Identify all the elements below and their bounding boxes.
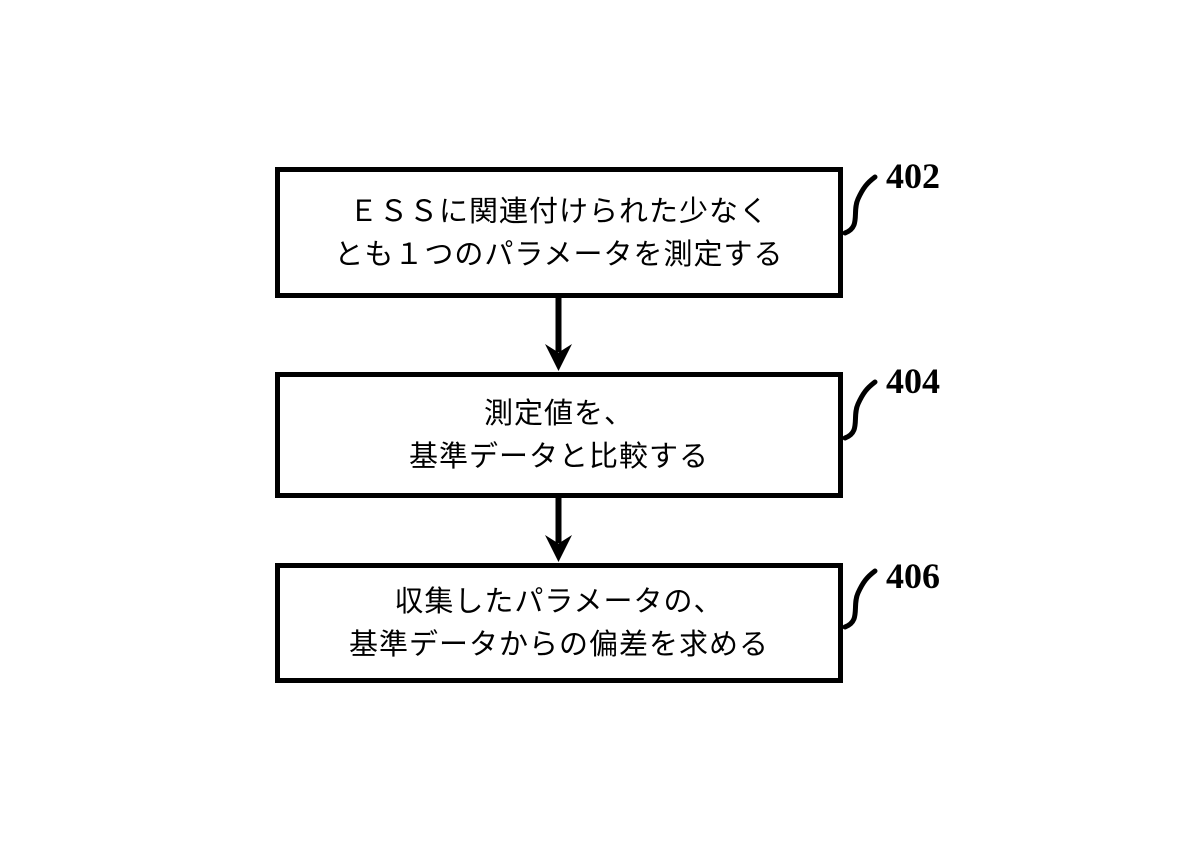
flow-step-406-line2: 基準データからの偏差を求める <box>348 627 769 661</box>
arrow-402-to-404 <box>545 298 572 371</box>
arrow-404-to-406 <box>545 498 572 562</box>
flow-step-404-line2: 基準データと比較する <box>408 439 709 473</box>
flow-step-402-line1: ＥＳＳに関連付けられた少なく <box>348 193 769 228</box>
ref-number-404: 404 <box>886 361 940 401</box>
leader-line-404 <box>842 379 878 441</box>
ref-number-406: 406 <box>886 556 940 596</box>
flow-step-406-box: 収集したパラメータの、 基準データからの偏差を求める <box>275 563 843 683</box>
leader-line-402 <box>842 174 878 236</box>
leader-line-406 <box>842 568 878 630</box>
flow-step-402-line2: とも１つのパラメータを測定する <box>334 236 784 271</box>
ref-number-402: 402 <box>886 156 940 196</box>
flow-step-402-box: ＥＳＳに関連付けられた少なく とも１つのパラメータを測定する <box>275 167 843 298</box>
flow-step-404-line1: 測定値を、 <box>483 396 634 430</box>
flow-step-404-box: 測定値を、 基準データと比較する <box>275 372 843 498</box>
flow-step-406-line1: 収集したパラメータの、 <box>394 584 724 618</box>
